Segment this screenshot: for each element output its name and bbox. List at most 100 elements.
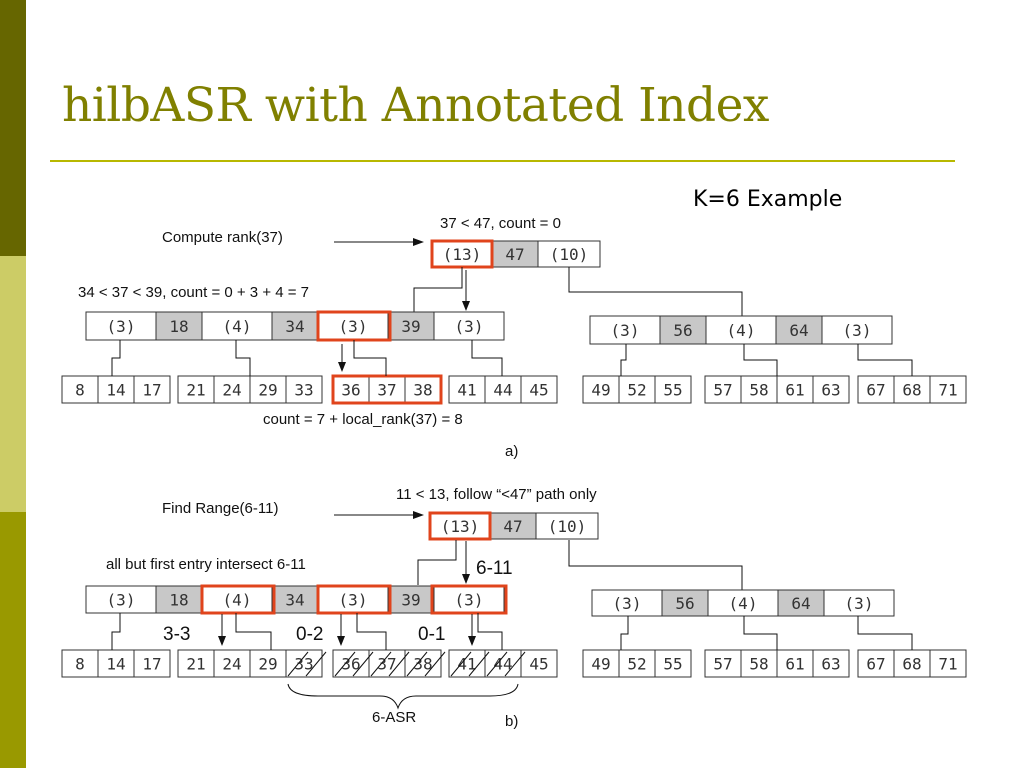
leaf-key: 44	[493, 381, 512, 400]
leaf-key: 24	[222, 655, 241, 674]
leaf-cell	[857, 375, 895, 404]
selected-leaf-hatch	[486, 651, 526, 677]
key-cell	[155, 311, 203, 341]
key-cell	[491, 240, 539, 268]
root-to-right-link	[568, 267, 743, 316]
leaf-key: 33	[294, 655, 313, 674]
sidebar-band-dark	[0, 0, 26, 256]
key-value: 18	[169, 591, 188, 610]
leaf-key: 14	[106, 655, 125, 674]
left-internal-node: (3)18(4)34(3)39(3)	[85, 311, 505, 341]
leaf-key: 17	[142, 655, 161, 674]
range-label: 6-11	[476, 558, 513, 579]
count-value: (3)	[611, 321, 640, 340]
key-cell	[777, 589, 825, 617]
leaf-cell	[654, 375, 692, 404]
right-internal-node: (3)56(4)64(3)	[589, 315, 893, 345]
key-cell	[661, 589, 709, 617]
leaf-cell	[776, 375, 814, 404]
leaf-key: 36	[341, 381, 360, 400]
leaf-cell	[404, 649, 442, 678]
child-link	[620, 344, 627, 376]
leaf-cell	[704, 375, 742, 404]
subrange-arrow-3-head	[468, 636, 476, 646]
leaf-key: 33	[294, 381, 313, 400]
subrange-arrow-2-head	[337, 636, 345, 646]
count-value: (3)	[455, 317, 484, 336]
count-value: (3)	[613, 594, 642, 613]
leaf-key: 57	[713, 381, 732, 400]
child-link	[353, 340, 387, 376]
pointer-cell	[85, 311, 157, 341]
leaf-key: 71	[938, 381, 957, 400]
pointer-cell	[433, 311, 505, 341]
leaf-key: 63	[821, 655, 840, 674]
left-node-highlight-1	[200, 584, 276, 615]
leaf-key: 67	[866, 655, 885, 674]
leaf-key: 41	[457, 381, 476, 400]
key-value: 64	[789, 321, 808, 340]
leaf-cell	[618, 649, 656, 678]
leaf-key: 63	[821, 381, 840, 400]
subrange-label: 3-3	[163, 624, 190, 645]
leaf-cell	[448, 375, 486, 404]
leaf-key: 68	[902, 655, 921, 674]
leaf-cell	[177, 375, 215, 404]
leaf-cell	[740, 375, 778, 404]
count-value: (13)	[443, 245, 482, 264]
leaf-key: 58	[749, 381, 768, 400]
pointer-cell	[429, 512, 491, 540]
leaf-node: 41 44 45	[448, 375, 558, 404]
leaf-cell	[929, 649, 967, 678]
count-value: (4)	[727, 321, 756, 340]
root-comparison-note: 37 < 47, count = 0	[440, 215, 561, 232]
leaf-cell	[812, 375, 850, 404]
leaf-key: 68	[902, 381, 921, 400]
key-cell	[775, 315, 823, 345]
leaf-key: 71	[938, 655, 957, 674]
leaf-cell	[520, 375, 558, 404]
leaf-cell	[582, 649, 620, 678]
child-link	[356, 613, 387, 650]
right-internal-node: (3)56(4)64(3)	[591, 589, 895, 617]
key-value: 34	[285, 317, 304, 336]
leaf-node: 67 68 71	[857, 649, 967, 678]
leaf-key: 52	[627, 381, 646, 400]
subrange-label: 0-1	[418, 624, 445, 645]
child-link	[743, 344, 778, 376]
key-value: 47	[505, 245, 524, 264]
key-value: 56	[673, 321, 692, 340]
child-link	[857, 616, 913, 650]
count-value: (3)	[107, 317, 136, 336]
pointer-cell	[535, 512, 599, 540]
leaf-key: 55	[663, 655, 682, 674]
left-internal-node: (3)18(4)34(3)39(3)	[85, 585, 505, 614]
title-underline	[50, 160, 955, 162]
key-value: 18	[169, 317, 188, 336]
count-value: (10)	[550, 245, 589, 264]
leaf-cell	[61, 649, 99, 678]
leaf-key: 37	[377, 655, 396, 674]
path-arrow-a-head	[462, 301, 470, 311]
left-node-highlight-3	[430, 584, 508, 615]
leaf-key: 67	[866, 381, 885, 400]
leaf-cell	[812, 649, 850, 678]
child-link	[111, 613, 121, 650]
leaf-key: 45	[529, 381, 548, 400]
subrange-label: 0-2	[296, 624, 323, 645]
leaf-cell	[520, 649, 558, 678]
count-value: (4)	[223, 591, 252, 610]
pointer-cell	[823, 589, 895, 617]
child-link	[857, 344, 913, 376]
leaf-cell	[177, 649, 215, 678]
child-link	[235, 340, 251, 376]
child-link	[111, 340, 121, 376]
root-node: (13)47(10)	[429, 512, 599, 540]
leaf-cell	[857, 649, 895, 678]
panel-a-caption: a)	[505, 443, 518, 460]
sidebar-band-olive	[0, 512, 26, 768]
